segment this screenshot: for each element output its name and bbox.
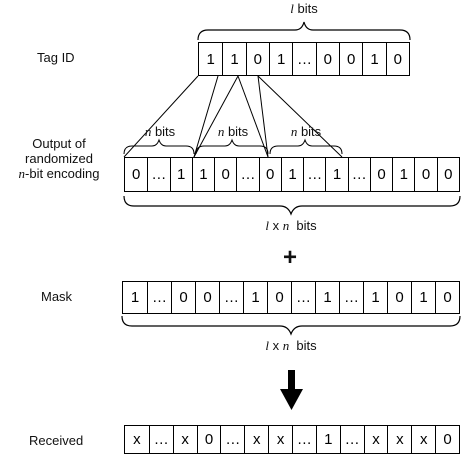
bit-cell: 1 bbox=[392, 158, 414, 191]
bit-cell: x bbox=[244, 426, 268, 453]
bit-cell: … bbox=[292, 426, 316, 453]
bit-cell: 0 bbox=[131, 166, 141, 183]
brace-label-l-bits: l bits bbox=[290, 1, 318, 16]
bit-cell: x bbox=[133, 431, 141, 448]
bit-cell: 1 bbox=[130, 289, 140, 306]
bit-cell: 1 bbox=[222, 43, 245, 75]
bit-cell: 0 bbox=[338, 43, 362, 75]
label-output-encoding: Output of randomized n-bit encoding bbox=[18, 136, 100, 181]
bit-cell: 0 bbox=[195, 282, 219, 313]
bit-cell: … bbox=[339, 426, 364, 453]
bit-cell: x bbox=[268, 426, 292, 453]
bit-cell: 0 bbox=[214, 158, 236, 191]
brace-nbits-1 bbox=[123, 138, 195, 155]
bit-cell: x bbox=[172, 426, 197, 453]
label-tag-id: Tag ID bbox=[37, 50, 75, 65]
bit-cell: x bbox=[363, 426, 388, 453]
bit-cell: 1 bbox=[315, 426, 340, 453]
label-received: Received bbox=[29, 433, 84, 448]
bit-cell: … bbox=[347, 158, 370, 191]
bit-cell: 0 bbox=[435, 426, 459, 453]
bit-cell: 0 bbox=[387, 282, 411, 313]
bit-cell: … bbox=[339, 282, 363, 313]
bit-cell: 1 bbox=[169, 158, 192, 191]
plus-operator: + bbox=[282, 244, 297, 271]
bit-cell: 1 bbox=[411, 282, 435, 313]
bit-cell: 0 bbox=[436, 158, 459, 191]
brace-mask bbox=[121, 315, 461, 336]
bit-cell: 0 bbox=[171, 282, 195, 313]
bit-cell: … bbox=[148, 426, 173, 453]
bit-cell: … bbox=[236, 158, 258, 191]
brace-label-n-bits-1: n bits bbox=[144, 124, 176, 139]
brace-tag-id bbox=[197, 21, 411, 41]
bit-cell: … bbox=[291, 282, 315, 313]
bit-cell: … bbox=[220, 426, 244, 453]
bit-cell: 1 bbox=[325, 158, 347, 191]
bit-cell: 1 bbox=[206, 50, 215, 68]
bit-cell: … bbox=[292, 43, 315, 75]
var-l: l bbox=[290, 1, 294, 16]
bit-cell: 1 bbox=[363, 282, 387, 313]
fan-lines bbox=[123, 75, 343, 158]
brace-encoding bbox=[123, 195, 461, 216]
bit-cell: 1 bbox=[280, 158, 303, 191]
bit-cell: 0 bbox=[258, 158, 281, 191]
brace-label-n-bits-3: n bits bbox=[290, 124, 322, 139]
brace-label-n-bits-2: n bits bbox=[217, 124, 249, 139]
brace-label-lxn-bits-1: l x n bits bbox=[265, 218, 317, 233]
bit-cell: 1 bbox=[315, 282, 339, 313]
bit-cell: 0 bbox=[245, 43, 269, 75]
bit-cell: 0 bbox=[369, 158, 392, 191]
bit-cell: 1 bbox=[268, 43, 292, 75]
down-arrow-icon bbox=[280, 370, 303, 410]
brace-label-lxn-bits-2: l x n bits bbox=[265, 338, 317, 353]
bit-cell: 0 bbox=[385, 43, 409, 75]
bit-cell: 0 bbox=[196, 426, 221, 453]
bit-cell: x bbox=[387, 426, 411, 453]
bit-cell: 0 bbox=[267, 282, 291, 313]
brace-nbits-3 bbox=[269, 138, 343, 155]
bit-cell: … bbox=[147, 282, 171, 313]
bit-cell: … bbox=[219, 282, 243, 313]
bit-cell: 1 bbox=[191, 158, 214, 191]
bit-cell: 1 bbox=[243, 282, 267, 313]
bit-cell: 1 bbox=[362, 43, 385, 75]
bit-cell: x bbox=[411, 426, 435, 453]
bit-cell: 0 bbox=[315, 43, 339, 75]
bit-cell: 0 bbox=[434, 282, 459, 313]
bit-cell: … bbox=[303, 158, 325, 191]
label-mask: Mask bbox=[41, 289, 73, 304]
brace-nbits-2 bbox=[195, 138, 269, 155]
bit-cell: 0 bbox=[414, 158, 436, 191]
bit-cell: … bbox=[147, 158, 169, 191]
